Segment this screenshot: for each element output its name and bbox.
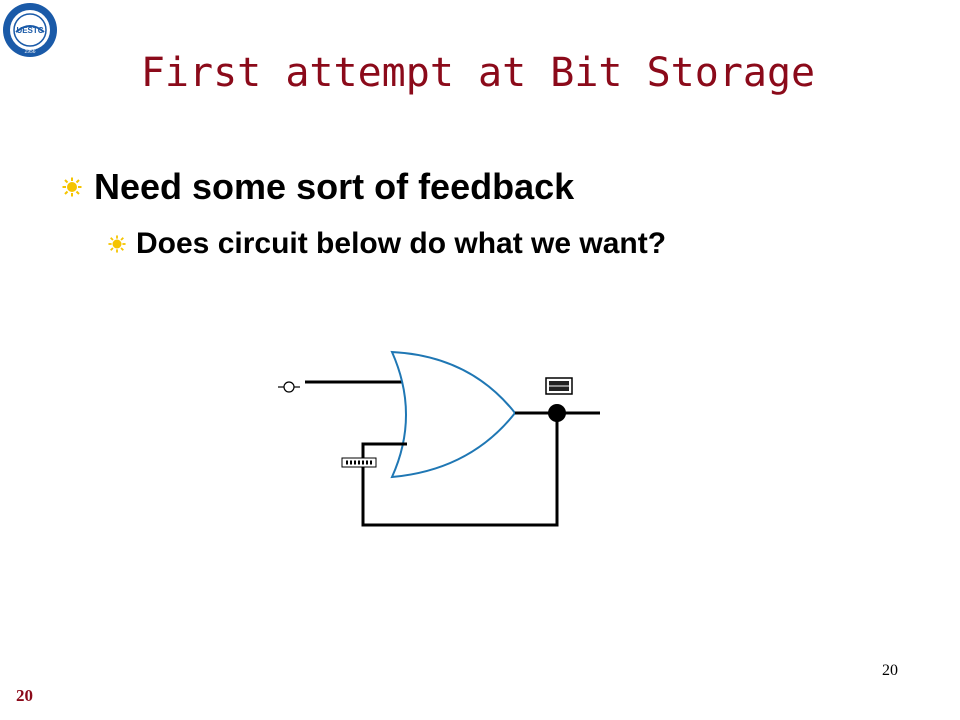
bullet-text: Does circuit below do what we want?	[136, 227, 667, 260]
sun-bullet-icon	[62, 177, 82, 197]
university-seal-icon: UESTC 1956	[3, 3, 57, 57]
bullet-text: Need some sort of feedback	[94, 166, 575, 207]
feedback-wire	[361, 413, 559, 527]
bullet-level-2: Does circuit below do what we want?	[108, 227, 666, 261]
sun-bullet-icon	[108, 235, 126, 253]
output-led-icon	[545, 377, 573, 395]
feedback-value-icon	[341, 457, 377, 468]
logo-year: 1956	[24, 49, 35, 55]
input-switch-icon	[278, 381, 300, 393]
slide-title: First attempt at Bit Storage	[140, 50, 816, 96]
or-gate-icon	[390, 350, 517, 479]
or-gate-feedback-circuit	[278, 350, 600, 527]
logo-text: UESTC	[16, 26, 43, 35]
bullet-level-1: Need some sort of feedback	[62, 166, 574, 208]
footer-page-number: 20	[16, 686, 33, 705]
page-number: 20	[882, 662, 898, 679]
